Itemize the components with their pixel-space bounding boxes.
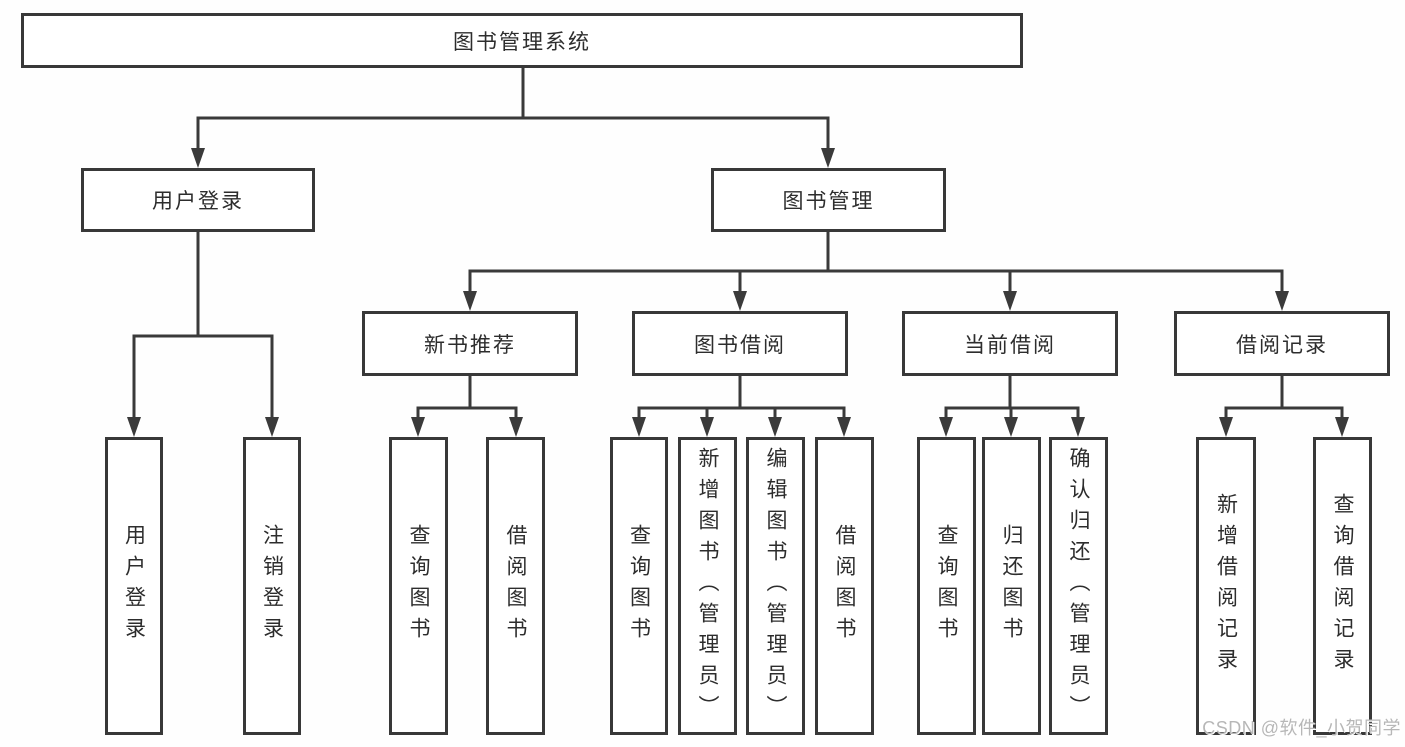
arrowhead (509, 417, 523, 437)
leaf-borrow-edit-books-admin: 编辑图书（管理员） (746, 437, 805, 735)
arrowhead (411, 417, 425, 437)
node-root-library-system: 图书管理系统 (21, 13, 1023, 68)
arrowhead (1004, 417, 1018, 437)
node-borrow-records: 借阅记录 (1174, 311, 1390, 376)
arrowhead (191, 148, 205, 168)
leaf-current-return-books: 归还图书 (982, 437, 1041, 735)
leaf-records-add-record: 新增借阅记录 (1196, 437, 1256, 735)
node-current-borrow: 当前借阅 (902, 311, 1118, 376)
leaf-logout: 注销登录 (243, 437, 301, 735)
arrowhead (632, 417, 646, 437)
node-book-borrow: 图书借阅 (632, 311, 848, 376)
node-new-book-recommend: 新书推荐 (362, 311, 578, 376)
leaf-borrow-add-books-admin: 新增图书（管理员） (678, 437, 737, 735)
node-user-login: 用户登录 (81, 168, 315, 232)
arrowhead (1071, 417, 1085, 437)
arrowhead (1219, 417, 1233, 437)
arrowhead (821, 148, 835, 168)
arrowhead (463, 291, 477, 311)
csdn-watermark: CSDN @软件_小贺同学 (1202, 718, 1401, 738)
leaf-recommend-borrow-books: 借阅图书 (486, 437, 545, 735)
arrowhead (1003, 291, 1017, 311)
arrowhead (127, 417, 141, 437)
leaf-records-query-record: 查询借阅记录 (1313, 437, 1372, 735)
leaf-borrow-query-books: 查询图书 (610, 437, 668, 735)
arrowhead (265, 417, 279, 437)
leaf-recommend-query-books: 查询图书 (389, 437, 448, 735)
arrowhead (768, 417, 782, 437)
leaf-user-login: 用户登录 (105, 437, 163, 735)
node-book-management: 图书管理 (711, 168, 946, 232)
leaf-borrow-borrow-books: 借阅图书 (815, 437, 874, 735)
leaf-current-confirm-return-admin: 确认归还（管理员） (1049, 437, 1108, 735)
arrowhead (733, 291, 747, 311)
arrowhead (1335, 417, 1349, 437)
arrowhead (700, 417, 714, 437)
arrowhead (1275, 291, 1289, 311)
arrowhead (939, 417, 953, 437)
arrowhead (837, 417, 851, 437)
leaf-current-query-books: 查询图书 (917, 437, 976, 735)
